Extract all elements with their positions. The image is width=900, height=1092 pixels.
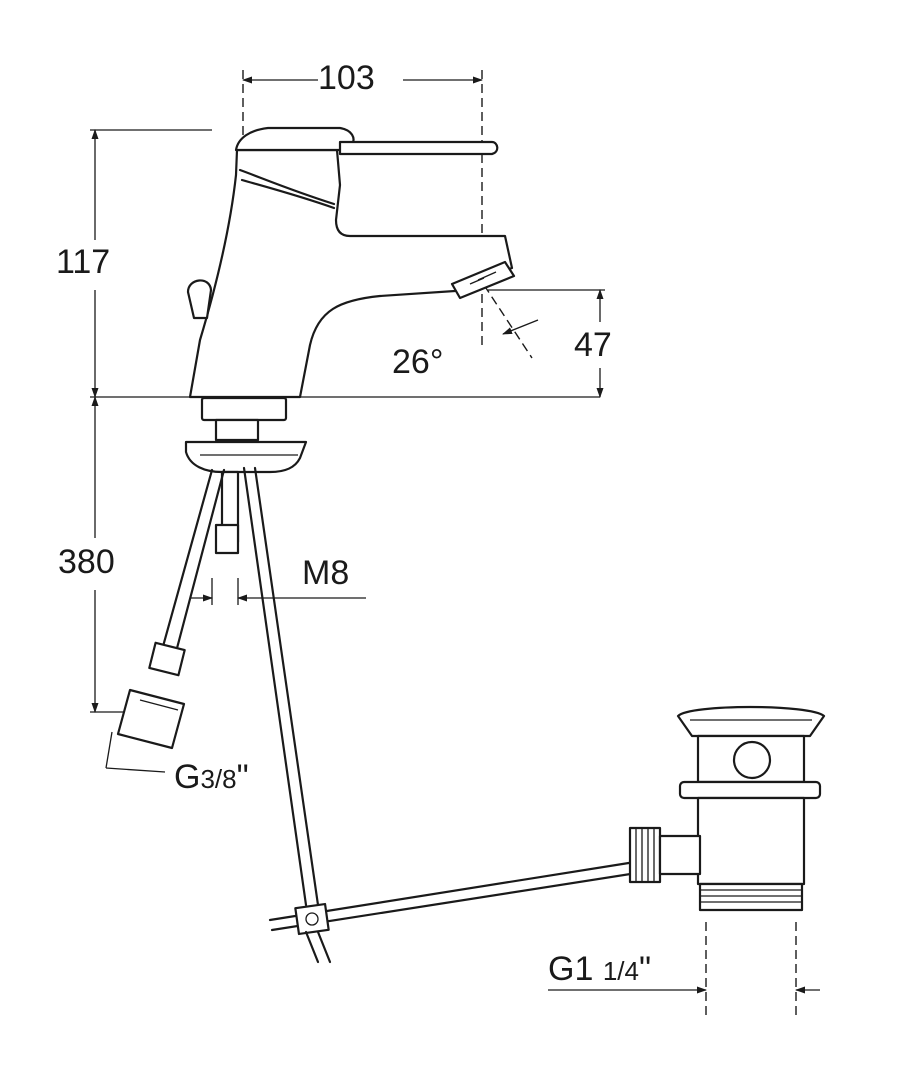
dimension-g114	[548, 922, 820, 1015]
dimension-label-47: 47	[574, 326, 612, 364]
mounting-rod	[214, 470, 240, 555]
waste-thread-prefix: G1	[548, 950, 594, 988]
dimension-g38	[105, 731, 166, 773]
faucet-body	[186, 126, 516, 399]
dimension-label-380: 380	[58, 543, 115, 581]
hose-thread-fraction: 3/8	[200, 764, 237, 794]
dimension-label-g114: G1 1/4"	[548, 952, 651, 986]
dimension-angle-26	[483, 284, 539, 359]
waste-thread-fraction: 1/4	[602, 956, 639, 986]
dimension-label-m8: M8	[302, 554, 350, 592]
dimension-m8	[190, 578, 366, 605]
hose-thread-suffix: "	[236, 758, 249, 796]
hose-thread-prefix: G	[174, 758, 201, 796]
dimension-height-117	[90, 129, 600, 398]
dimension-label-26-degrees: 26°	[392, 343, 444, 381]
linkage-rod	[242, 466, 639, 964]
waste-thread-suffix: "	[638, 950, 652, 988]
dimension-label-103: 103	[318, 59, 375, 97]
waste-valve	[628, 705, 826, 912]
faucet-base	[184, 396, 308, 474]
dimension-label-117: 117	[56, 243, 111, 281]
dimension-spout-47	[488, 289, 605, 398]
dimension-label-g38: G3/8"	[174, 760, 249, 794]
flexible-hose	[116, 468, 226, 750]
